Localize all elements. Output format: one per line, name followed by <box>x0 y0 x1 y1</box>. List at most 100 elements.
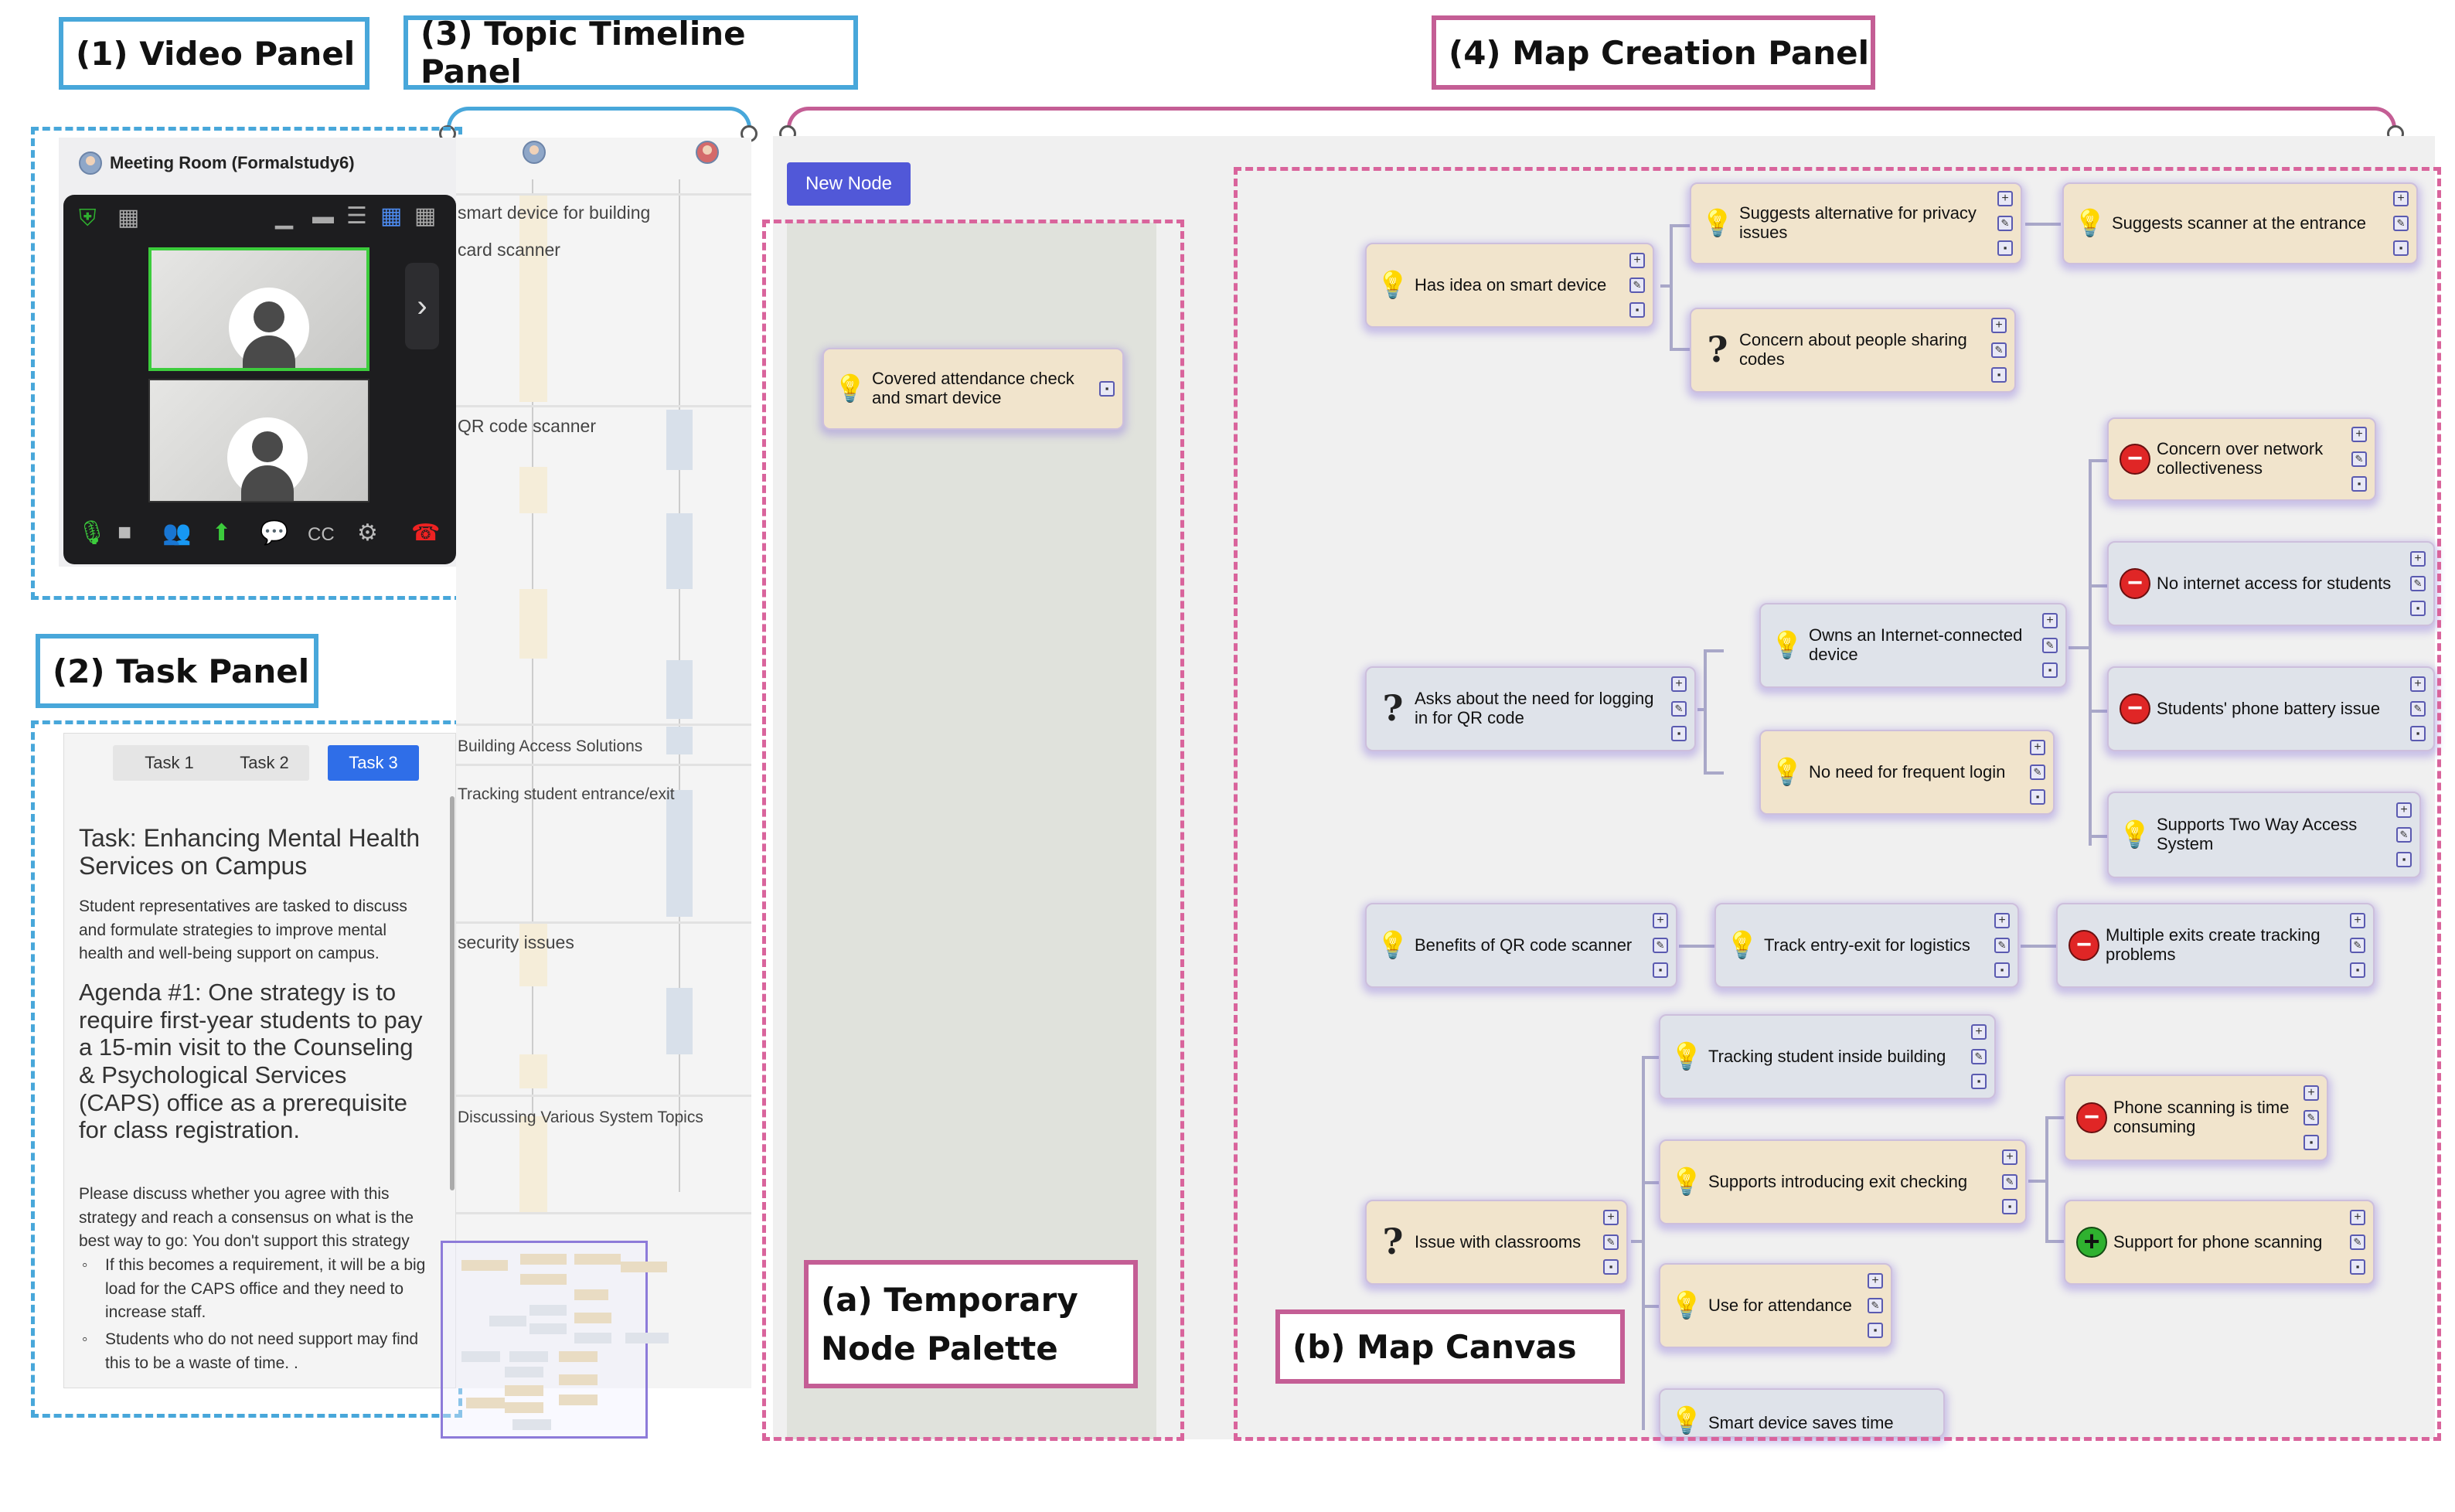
edit-icon[interactable] <box>1671 701 1687 717</box>
add-icon[interactable] <box>1629 253 1645 268</box>
hangup-icon[interactable]: ☎ <box>411 520 441 546</box>
edit-icon[interactable] <box>2351 451 2367 467</box>
timeline-topic[interactable]: Tracking student entrance/exit <box>458 785 675 803</box>
map-node[interactable]: 💡 Supports Two Way Access System <box>2107 792 2421 878</box>
edit-icon[interactable] <box>2410 701 2426 717</box>
map-node[interactable]: 💡 Has idea on smart device <box>1365 243 1654 328</box>
list-view-icon[interactable]: ☰ <box>346 203 367 229</box>
delete-icon[interactable] <box>2042 662 2058 678</box>
edit-icon[interactable] <box>2350 938 2365 953</box>
edit-icon[interactable] <box>1997 216 2013 231</box>
add-icon[interactable] <box>2002 1149 2017 1165</box>
tab-task-3[interactable]: Task 3 <box>328 745 419 781</box>
delete-icon[interactable] <box>2350 1259 2365 1275</box>
timeline-topic[interactable]: security issues <box>458 932 574 952</box>
delete-icon[interactable] <box>2396 852 2412 867</box>
cc-icon[interactable]: CC <box>308 524 335 545</box>
minimize-icon[interactable]: ▁ <box>275 203 294 229</box>
chat-icon[interactable]: 💬 <box>260 520 289 546</box>
delete-icon[interactable] <box>1994 962 2010 978</box>
edit-icon[interactable] <box>1991 342 2007 358</box>
delete-icon[interactable] <box>1603 1259 1619 1275</box>
map-node[interactable]: ? Asks about the need for logging in for… <box>1365 666 1696 751</box>
map-node[interactable]: ? Concern about people sharing codes <box>1690 308 2016 393</box>
map-node[interactable]: − Students' phone battery issue <box>2107 666 2435 751</box>
add-icon[interactable] <box>1603 1210 1619 1225</box>
timeline-topic[interactable]: smart device for building <box>458 203 651 223</box>
tab-task-1[interactable]: Task 1 <box>113 745 226 781</box>
add-icon[interactable] <box>1671 676 1687 692</box>
edit-icon[interactable] <box>2393 216 2409 231</box>
share-icon[interactable]: ⬆ <box>212 520 232 546</box>
map-node[interactable]: 💡 Suggests alternative for privacy issue… <box>1690 182 2022 264</box>
add-icon[interactable] <box>2042 613 2058 628</box>
add-icon[interactable] <box>1868 1273 1883 1289</box>
map-node[interactable]: 💡 Owns an Internet-connected device <box>1759 603 2067 688</box>
timeline-topic[interactable]: card scanner <box>458 240 560 260</box>
edit-icon[interactable] <box>2303 1110 2319 1125</box>
participant-video-1[interactable] <box>148 247 369 371</box>
delete-icon[interactable] <box>2350 962 2365 978</box>
edit-icon[interactable] <box>2042 638 2058 653</box>
camera-icon[interactable]: ■ <box>117 519 132 545</box>
speaker-view-icon[interactable]: ▦ <box>380 203 403 229</box>
add-icon[interactable] <box>2350 1210 2365 1225</box>
edit-icon[interactable] <box>2030 765 2045 780</box>
delete-icon[interactable] <box>2303 1135 2319 1150</box>
delete-icon[interactable] <box>2393 240 2409 256</box>
map-node[interactable]: 💡 Track entry-exit for logistics <box>1714 903 2019 988</box>
next-page-button[interactable]: › <box>405 263 439 349</box>
palette-node[interactable]: 💡 Covered attendance check and smart dev… <box>822 348 1124 430</box>
delete-icon[interactable] <box>1868 1323 1883 1338</box>
new-node-button[interactable]: New Node <box>787 162 911 206</box>
add-icon[interactable] <box>2393 191 2409 206</box>
map-node[interactable]: 💡 Supports introducing exit checking <box>1659 1139 2027 1224</box>
edit-icon[interactable] <box>1653 938 1668 953</box>
delete-icon[interactable] <box>1991 367 2007 383</box>
edit-icon[interactable] <box>2350 1234 2365 1250</box>
add-icon[interactable] <box>2396 802 2412 818</box>
delete-icon[interactable] <box>1653 962 1668 978</box>
delete-icon[interactable] <box>1099 381 1115 397</box>
delete-icon[interactable] <box>1629 302 1645 318</box>
window-icon[interactable]: ▬ <box>312 204 334 228</box>
delete-icon[interactable] <box>1671 726 1687 741</box>
map-node[interactable]: + Support for phone scanning <box>2064 1200 2375 1285</box>
tab-task-2[interactable]: Task 2 <box>220 745 309 781</box>
map-node[interactable]: 💡 Suggests scanner at the entrance <box>2062 182 2418 264</box>
map-node[interactable]: − Multiple exits create tracking problem… <box>2056 903 2375 988</box>
delete-icon[interactable] <box>1997 240 2013 256</box>
add-icon[interactable] <box>1997 191 2013 206</box>
map-node[interactable]: 💡 Tracking student inside building <box>1659 1014 1996 1099</box>
timeline-topic[interactable]: QR code scanner <box>458 416 596 436</box>
map-node[interactable]: − Concern over network collectiveness <box>2107 417 2376 501</box>
add-icon[interactable] <box>2303 1085 2319 1101</box>
map-node[interactable]: − Phone scanning is time consuming <box>2064 1074 2328 1161</box>
delete-icon[interactable] <box>2351 476 2367 492</box>
map-node[interactable]: − No internet access for students <box>2107 541 2435 626</box>
map-node[interactable]: 💡 Benefits of QR code scanner <box>1365 903 1677 988</box>
mic-icon[interactable]: 🎙 <box>77 520 107 546</box>
delete-icon[interactable] <box>2030 789 2045 805</box>
delete-icon[interactable] <box>1971 1074 1987 1089</box>
add-icon[interactable] <box>2030 740 2045 755</box>
edit-icon[interactable] <box>1994 938 2010 953</box>
map-node[interactable]: 💡 No need for frequent login <box>1759 730 2055 815</box>
map-node[interactable]: 💡 Use for attendance <box>1659 1263 1892 1348</box>
task-scrollbar[interactable] <box>450 796 455 1190</box>
delete-icon[interactable] <box>2410 726 2426 741</box>
timeline-topic[interactable]: Discussing Various System Topics <box>458 1108 703 1126</box>
add-icon[interactable] <box>1994 913 2010 928</box>
participants-icon[interactable]: 👥 <box>162 520 192 546</box>
add-icon[interactable] <box>2350 913 2365 928</box>
map-minimap[interactable] <box>441 1241 669 1439</box>
edit-icon[interactable] <box>1971 1049 1987 1064</box>
edit-icon[interactable] <box>2410 576 2426 591</box>
edit-icon[interactable] <box>1603 1234 1619 1250</box>
add-icon[interactable] <box>2410 676 2426 692</box>
grid-icon[interactable]: ▦ <box>117 205 140 230</box>
gallery-view-icon[interactable]: ▦ <box>414 203 437 229</box>
edit-icon[interactable] <box>1868 1298 1883 1313</box>
add-icon[interactable] <box>1653 913 1668 928</box>
settings-icon[interactable]: ⚙ <box>357 520 378 546</box>
